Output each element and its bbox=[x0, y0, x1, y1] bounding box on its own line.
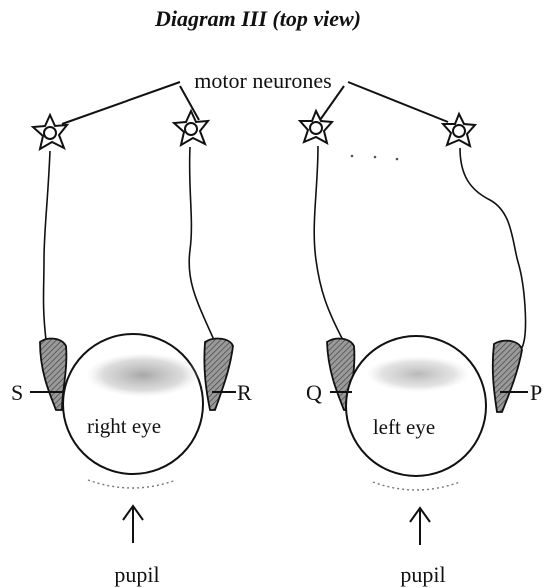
pupil-arcs bbox=[88, 480, 460, 490]
muscle-R bbox=[204, 339, 233, 410]
motor-neurones bbox=[33, 111, 475, 149]
pupil-label-right: pupil bbox=[114, 562, 159, 587]
arrow-up-icon bbox=[410, 508, 430, 545]
faint-dots bbox=[351, 155, 399, 161]
muscle-P bbox=[493, 341, 522, 412]
left-eye: left eye bbox=[346, 336, 486, 476]
pupil-label-left: pupil bbox=[400, 562, 445, 587]
left-eye-label: left eye bbox=[373, 415, 435, 439]
label-P: P bbox=[530, 380, 542, 405]
label-R: R bbox=[237, 380, 252, 405]
diagram-title: Diagram III (top view) bbox=[154, 6, 361, 31]
label-S: S bbox=[11, 380, 23, 405]
neurone-2 bbox=[174, 111, 208, 145]
right-eye-label: right eye bbox=[87, 414, 161, 438]
neurone-3 bbox=[300, 111, 332, 143]
neurone-1 bbox=[33, 115, 67, 149]
right-eye: right eye bbox=[63, 334, 203, 474]
neurone-4 bbox=[443, 114, 475, 146]
axons bbox=[44, 146, 526, 358]
label-Q: Q bbox=[306, 380, 322, 405]
pupil-arrows bbox=[123, 506, 430, 545]
motor-neurones-label: motor neurones bbox=[194, 68, 331, 93]
arrow-up-icon bbox=[123, 506, 143, 543]
